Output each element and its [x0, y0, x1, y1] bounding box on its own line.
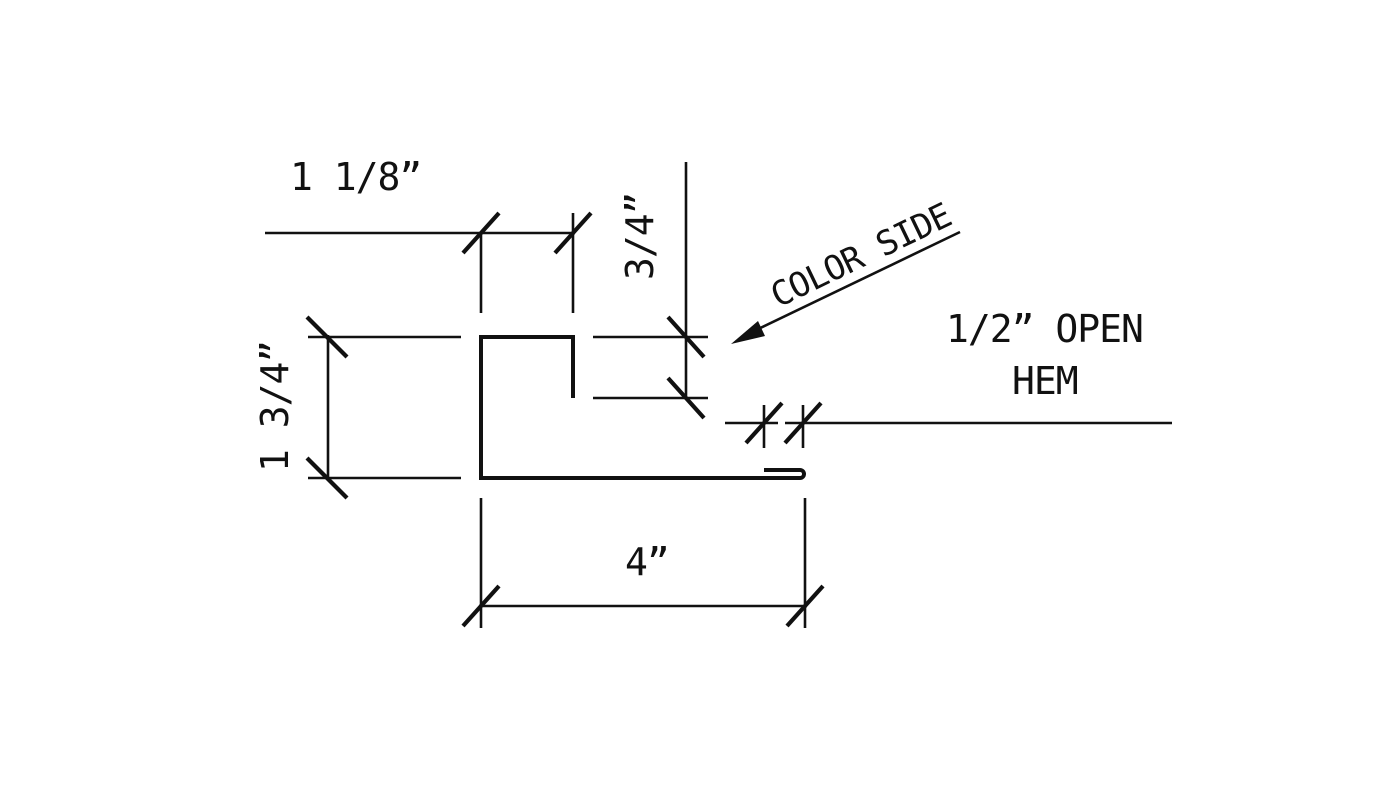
height-label: 1 3/4”	[253, 341, 297, 472]
top-width-dimension: 1 1/8”	[265, 155, 593, 313]
tick-mark	[744, 401, 784, 445]
tick-mark	[305, 315, 349, 359]
top-width-label: 1 1/8”	[290, 155, 421, 199]
tick-mark	[553, 211, 593, 255]
profile-outline	[479, 335, 800, 480]
open-hem	[764, 468, 806, 480]
lip-height-label: 3/4”	[618, 192, 662, 280]
tick-mark	[783, 401, 823, 445]
tick-mark	[785, 584, 825, 628]
open-hem-dimension: 1/2” OPEN HEM	[725, 307, 1172, 448]
color-side-callout: COLOR SIDE	[731, 196, 961, 344]
tick-mark	[461, 584, 501, 628]
arrow-head-icon	[731, 321, 765, 344]
tick-mark	[461, 211, 501, 255]
trim-profile	[479, 335, 806, 480]
bottom-width-label: 4”	[625, 540, 669, 584]
bottom-width-dimension: 4”	[461, 498, 825, 628]
lip-height-dimension: 3/4”	[593, 162, 708, 420]
tick-mark	[666, 315, 706, 359]
tick-mark	[666, 376, 706, 420]
hem-label-line1: 1/2” OPEN	[946, 307, 1143, 351]
color-side-label: COLOR SIDE	[765, 196, 958, 316]
height-dimension: 1 3/4”	[253, 315, 461, 500]
tick-mark	[305, 456, 349, 500]
hem-label-line2: HEM	[1012, 359, 1078, 403]
